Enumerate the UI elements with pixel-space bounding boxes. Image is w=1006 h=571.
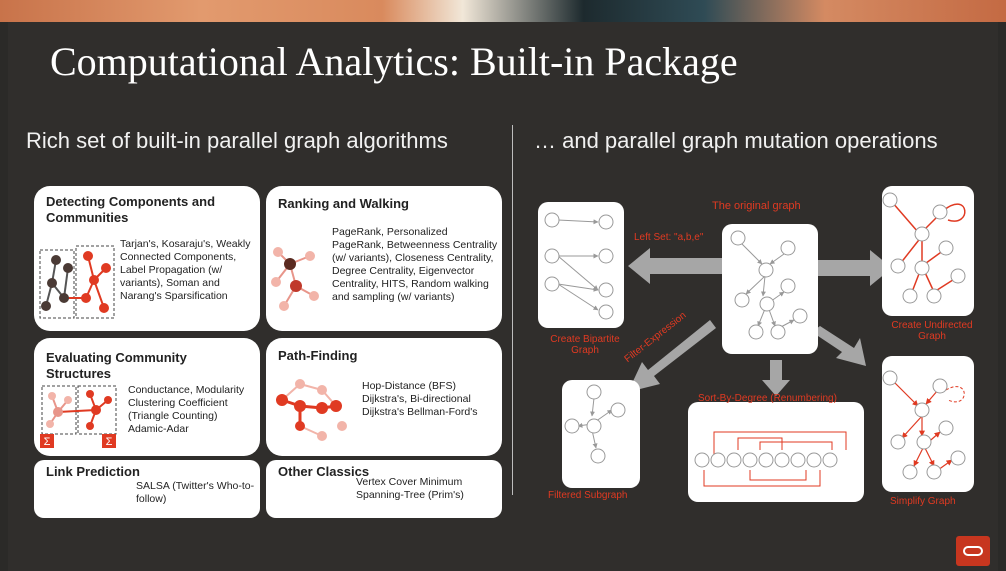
card-title: Other Classics [278,464,370,479]
card-title: Detecting Components and Communities [46,194,216,225]
mutation-diagram [538,186,974,502]
card-text: Vertex Cover Minimum Spanning-Tree (Prim… [356,476,464,501]
card-text: Tarjan's, Kosaraju's, Weakly Connected C… [120,238,251,302]
ranking-graph-icon [271,247,319,311]
card-text: PageRank, Personalized PageRank, Between… [332,226,498,303]
divider [512,125,513,495]
undirected-label: Create Undirected Graph [891,320,973,342]
sigma-icon: Σ [106,436,113,448]
sigma-icon: Σ [44,436,51,448]
card-pathfinding: Path-Finding Hop-Distance (BFS) Dijkstra… [266,338,502,456]
card-title: Link Prediction [46,464,140,479]
slide-title: Computational Analytics: Built-in Packag… [50,39,738,84]
original-graph-label: The original graph [712,200,801,212]
card-link-prediction: Link Prediction SALSA (Twitter's Who-to-… [34,460,260,518]
card-community: Evaluating Community Structures Σ Σ Cond… [34,338,260,456]
decorative-banner [0,0,1006,22]
bipartite-label: Create Bipartite Graph [550,334,620,356]
card-text: Hop-Distance (BFS) Dijkstra's, Bi-direct… [362,380,478,418]
card-text: SALSA (Twitter's Who-to-follow) [136,480,255,505]
filtered-label: Filtered Subgraph [548,490,628,501]
left-set-label: Left Set: "a,b,e" [634,232,704,243]
card-components: Detecting Components and Communities Tar… [34,186,260,331]
right-heading: … and parallel graph mutation operations [534,128,938,153]
card-ranking: Ranking and Walking PageRank, Personaliz… [266,186,502,331]
filtered-subgraph-box [562,380,640,488]
modularity-graph-icon: Σ Σ [40,385,117,448]
oracle-logo [956,536,990,566]
card-other-classics: Other Classics Vertex Cover Minimum Span… [266,460,502,518]
path-graph-icon [276,379,347,441]
mutation-arrows [628,248,892,396]
card-title: Evaluating Community Structures [46,350,187,381]
card-text: Conductance, Modularity Clustering Coeff… [128,384,245,435]
card-title: Ranking and Walking [278,196,409,211]
community-graph-icon [39,245,115,319]
left-heading: Rich set of built-in parallel graph algo… [26,128,448,153]
card-title: Path-Finding [278,348,358,363]
simplify-label: Simplify Graph [890,496,956,507]
undirected-graph-box [882,186,974,316]
sort-label: Sort-By-Degree (Renumbering) [698,393,837,404]
